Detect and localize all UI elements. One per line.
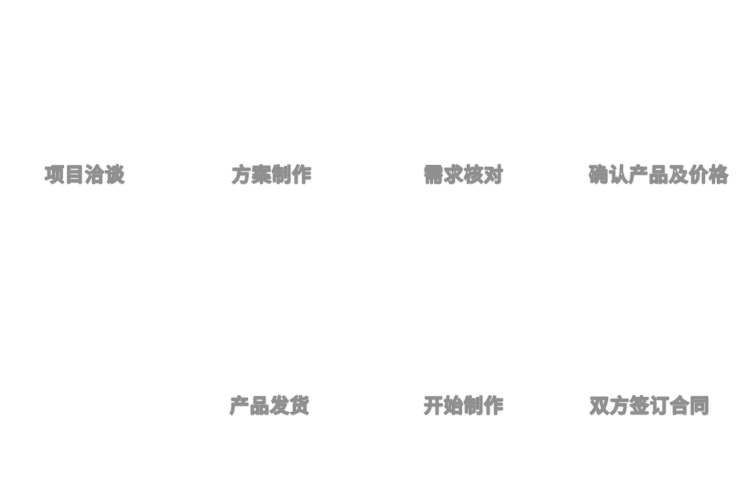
flow-step-requirement-check: 需求核对: [424, 165, 505, 187]
flow-step-proposal-creation: 方案制作: [232, 165, 313, 187]
flow-step-start-production: 开始制作: [424, 396, 505, 418]
flow-step-confirm-product-price: 确认产品及价格: [589, 165, 730, 187]
flow-step-sign-contract: 双方签订合同: [590, 396, 711, 418]
flow-step-project-negotiation: 项目洽谈: [45, 165, 126, 187]
flow-step-product-shipment: 产品发货: [230, 396, 311, 418]
